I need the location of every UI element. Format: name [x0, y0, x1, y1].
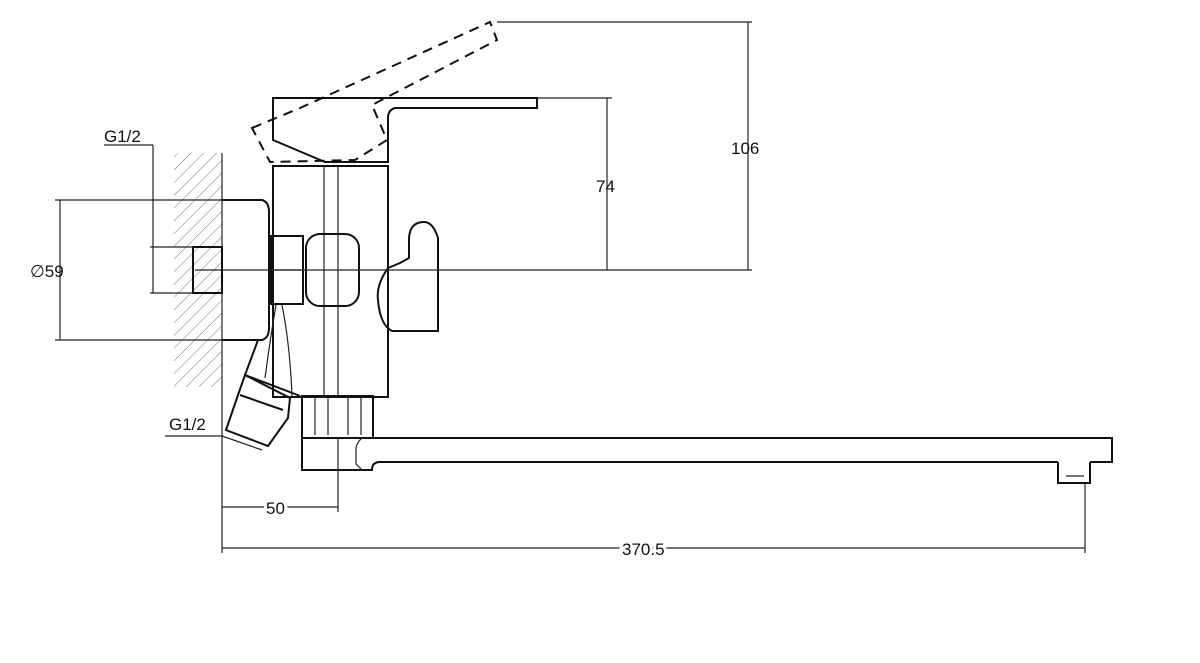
dim-106-label: 106: [731, 139, 759, 158]
dim-370-label: 370.5: [622, 540, 665, 559]
dimension-lines: [59, 22, 1085, 549]
dim-74-label: 74: [596, 177, 615, 196]
spout: [301, 437, 1113, 484]
dim-50-label: 50: [266, 499, 285, 518]
lever-handle: [272, 97, 538, 163]
dim-diameter-label: ∅59: [30, 262, 64, 281]
angled-inlet-connector: [224, 304, 301, 448]
diverter-handle: [376, 220, 439, 332]
spout-nut: [301, 395, 374, 439]
lever-raised-dashed: [250, 20, 499, 164]
thread-bottom-label: G1/2: [169, 415, 206, 434]
extension-lines: [55, 21, 1086, 553]
thread-top-label: G1/2: [104, 127, 141, 146]
